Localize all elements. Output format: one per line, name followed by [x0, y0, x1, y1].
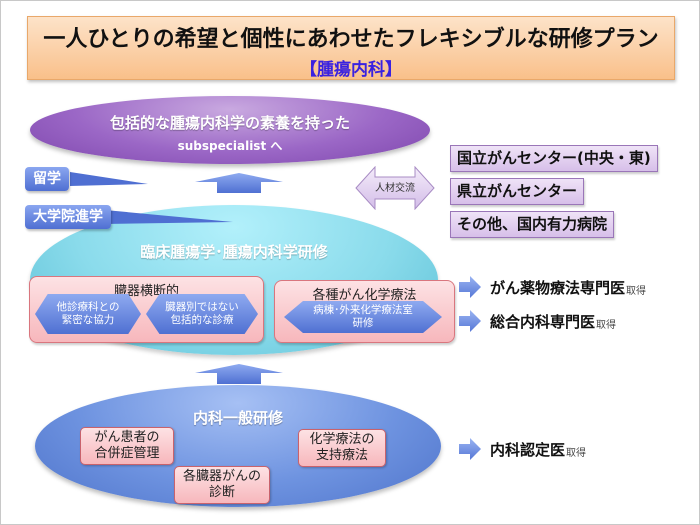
general-training-item: 各臓器がんの 診断	[174, 466, 270, 504]
oncology-training-title: 臨床腫瘍学･腫瘍内科学研修	[140, 243, 328, 261]
general-training-item: 化学療法の 支持療法	[298, 429, 386, 467]
right-arrow-icon	[459, 276, 481, 298]
up-arrow-icon	[195, 173, 283, 193]
institution-prefectural-cancer-center: 県立がんセンター	[450, 178, 585, 205]
qualification-oncology-specialist: がん薬物療法専門医 取得	[458, 275, 646, 299]
cross-organ-item: 臓器別ではない 包括的な診療	[146, 294, 258, 334]
chemotherapy-item: 病棟･外来化学療法室 研修	[284, 301, 442, 333]
up-arrow-icon	[195, 364, 283, 384]
general-training-item: がん患者の 合併症管理	[80, 427, 174, 465]
exchange-double-arrow-icon	[355, 166, 435, 210]
callout-tail	[105, 210, 233, 224]
general-training-title: 内科一般研修	[192, 409, 283, 427]
right-arrow-icon	[459, 438, 481, 460]
institution-other-hospitals: その他、国内有力病院	[450, 211, 615, 238]
page-title: 一人ひとりの希望と個性にあわせたフレキシブルな研修プラン	[43, 27, 659, 52]
chemotherapy-title: 各種がん化学療法	[312, 288, 417, 303]
cross-organ-item: 他診療科との 緊密な協力	[35, 294, 141, 334]
page-subtitle: 【腫瘍内科】	[300, 60, 402, 80]
goal-line1: 包括的な腫瘍内科学の素養を持った	[109, 114, 350, 132]
title-banner: 一人ひとりの希望と個性にあわせたフレキシブルな研修プラン 【腫瘍内科】	[27, 16, 675, 80]
goal-ellipse: 包括的な腫瘍内科学の素養を持った subspecialist へ	[30, 96, 430, 164]
qualification-internal-medicine-certified: 内科認定医 取得	[458, 437, 586, 461]
callout-tail	[70, 172, 148, 186]
goal-line2: subspecialist へ	[177, 139, 283, 153]
study-abroad-callout: 留学	[25, 167, 69, 191]
right-arrow-icon	[459, 310, 481, 332]
exchange-label: 人材交流	[375, 183, 415, 194]
grad-school-callout: 大学院進学	[25, 205, 111, 229]
institution-national-cancer-center: 国立がんセンター(中央・東)	[450, 145, 658, 172]
qualification-general-internal-specialist: 総合内科専門医 取得	[458, 309, 616, 333]
